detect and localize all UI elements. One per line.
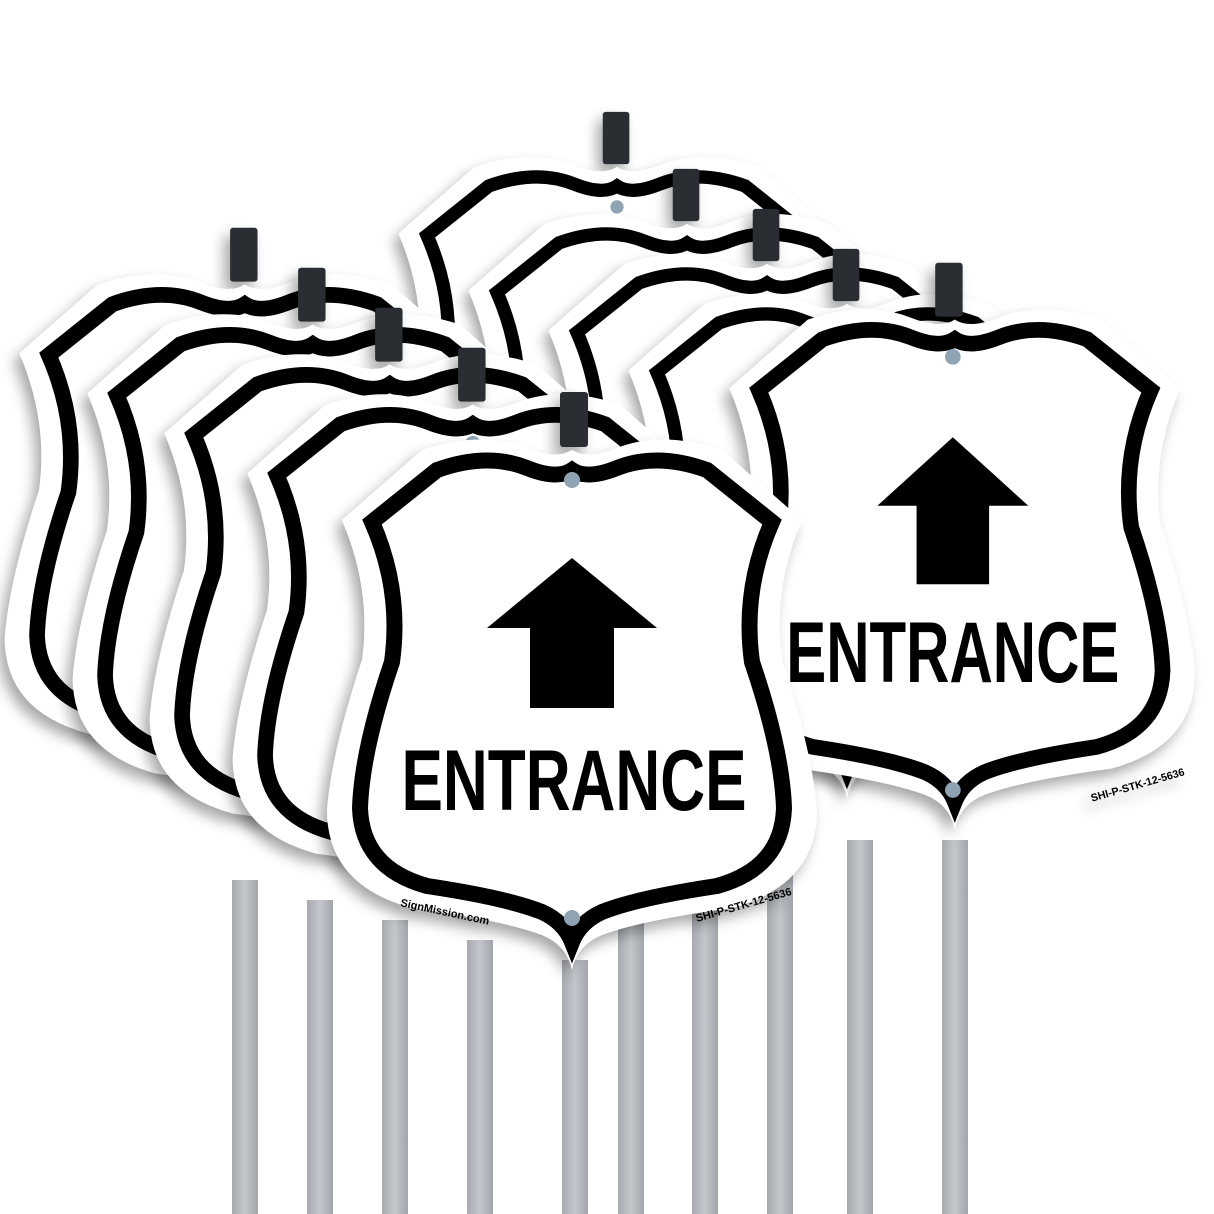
screw-bottom-icon	[564, 910, 580, 926]
right-sign-product-code: SHI-P-STK-12-5636	[1090, 766, 1186, 804]
right-sign: ENTRANCE SHI-P-STK-12-5636	[714, 262, 1195, 830]
right-sign-headline: ENTRANCE	[786, 605, 1119, 701]
up-arrow-icon	[487, 558, 657, 708]
front-sign-headline: ENTRANCE	[402, 733, 747, 829]
stakes	[232, 840, 968, 1214]
up-arrow-icon	[877, 437, 1029, 585]
front-sign: ENTRANCE SignMission.com SHI-P-STK-12-56…	[327, 392, 817, 970]
screw-top-icon	[564, 472, 580, 488]
back-sign-stack-left	[4, 227, 713, 915]
back-sign-stack-right	[384, 111, 1080, 798]
